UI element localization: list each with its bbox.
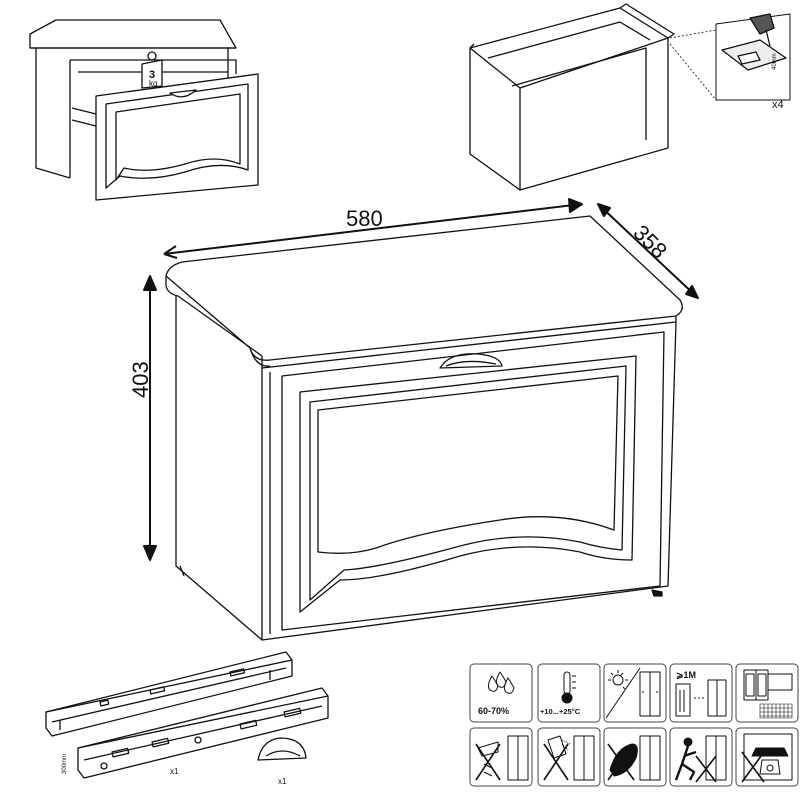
depth-dimension-arrow bbox=[597, 203, 699, 299]
drawer-rails-part: 300mm x1 bbox=[45, 651, 329, 779]
temperature-icon: +10...+25°C bbox=[537, 663, 601, 723]
care-icons-grid: 60-70% +10...+25°C ⩾1M bbox=[469, 663, 799, 787]
distance-label: ⩾1M bbox=[676, 670, 696, 680]
rails-quantity: x1 bbox=[170, 767, 179, 776]
height-dimension-arrow bbox=[143, 275, 157, 561]
no-abrasive-cloth-icon bbox=[603, 727, 667, 787]
load-value: 3 bbox=[149, 69, 155, 81]
hinge-detail: 40mm x4 bbox=[669, 13, 791, 111]
humidity-label: 60-70% bbox=[478, 706, 509, 716]
temperature-label: +10...+25°C bbox=[540, 707, 581, 716]
distance-from-heat-icon: ⩾1M bbox=[669, 663, 733, 723]
rail-length-label: 300mm bbox=[62, 754, 68, 774]
open-box-illustration bbox=[469, 3, 675, 191]
drawer-load-illustration: 3 kg bbox=[29, 19, 259, 201]
no-climbing-icon bbox=[669, 727, 733, 787]
no-water-cleaning-icon bbox=[469, 727, 533, 787]
height-label: 403 bbox=[128, 361, 153, 398]
width-dimension-arrow bbox=[163, 198, 583, 259]
furniture-check-icon bbox=[735, 663, 799, 723]
no-heavy-load-icon bbox=[735, 727, 799, 787]
no-chemical-cleaner-icon bbox=[537, 727, 601, 787]
hinge-dimension: 40mm bbox=[772, 53, 778, 70]
hinge-count: x4 bbox=[772, 99, 784, 111]
main-bench-drawing: 580 358 403 bbox=[128, 198, 699, 641]
handle-part: x1 bbox=[257, 737, 307, 786]
handle-quantity: x1 bbox=[278, 777, 287, 786]
width-label: 580 bbox=[346, 206, 383, 231]
no-sunlight-icon bbox=[603, 663, 667, 723]
depth-label: 358 bbox=[628, 220, 672, 264]
humidity-icon: 60-70% bbox=[469, 663, 533, 723]
load-unit: kg bbox=[149, 79, 157, 88]
